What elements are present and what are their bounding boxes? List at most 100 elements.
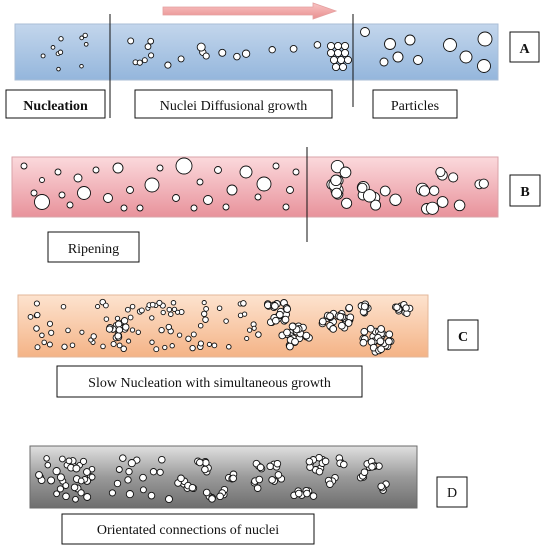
- slow-nucleation-label: Slow Nucleation with simultaneous growth: [88, 376, 331, 391]
- panel-c-letter: C: [458, 330, 468, 345]
- particle: [73, 173, 83, 183]
- particle: [83, 41, 89, 47]
- particle: [129, 303, 136, 310]
- particle: [79, 329, 85, 335]
- particle: [43, 455, 50, 462]
- ripening-label: Ripening: [68, 242, 119, 257]
- particle: [149, 315, 155, 321]
- particle: [202, 52, 210, 60]
- particle: [48, 329, 55, 336]
- particle: [112, 162, 124, 174]
- particle: [27, 314, 34, 320]
- particle: [333, 48, 343, 58]
- particle: [384, 38, 396, 50]
- panel-b-particles: [20, 157, 489, 215]
- particle: [120, 345, 127, 353]
- particle: [175, 309, 181, 315]
- particle: [326, 48, 336, 58]
- particle: [339, 166, 352, 179]
- particle: [127, 37, 135, 45]
- particle: [33, 300, 40, 307]
- particle: [413, 55, 423, 65]
- particle: [47, 476, 56, 485]
- particle: [478, 178, 489, 189]
- particle: [368, 463, 376, 471]
- particle: [34, 311, 41, 319]
- particle: [206, 341, 212, 347]
- particle: [156, 299, 163, 306]
- panel-c: C Slow Nucleation with simultaneous grow…: [17, 294, 479, 398]
- particle: [283, 305, 292, 313]
- particle: [357, 182, 368, 194]
- particle: [338, 62, 348, 72]
- particle: [77, 477, 85, 485]
- particle: [40, 53, 46, 59]
- particle: [56, 485, 64, 493]
- particle: [115, 466, 123, 473]
- particle: [160, 309, 166, 316]
- panel-d-letter-box: D: [436, 476, 468, 508]
- particle: [79, 35, 85, 41]
- particle: [283, 328, 291, 337]
- diffusional-growth-label-box: Nuclei Diffusional growth: [134, 89, 333, 119]
- particle: [34, 344, 41, 351]
- particle: [256, 176, 272, 192]
- particle: [241, 311, 248, 317]
- particle: [255, 475, 264, 484]
- particle: [61, 343, 68, 350]
- particle: [168, 311, 174, 317]
- particle: [41, 339, 47, 346]
- particle: [379, 57, 389, 67]
- particle: [170, 300, 177, 306]
- particle: [139, 486, 147, 494]
- particle: [169, 343, 175, 349]
- orientated-connections-label-box: Orientated connections of nuclei: [61, 513, 315, 545]
- particle: [274, 471, 283, 479]
- particle: [127, 459, 136, 468]
- particle: [120, 204, 128, 212]
- particle: [65, 327, 71, 334]
- panel-a-tube: [14, 23, 499, 81]
- particle: [175, 157, 193, 175]
- particle: [291, 337, 299, 346]
- particle: [345, 303, 354, 312]
- particles-label-box: Particles: [372, 89, 458, 119]
- particle: [39, 332, 45, 339]
- particle: [113, 479, 122, 488]
- particle: [292, 168, 300, 176]
- particle: [129, 327, 136, 333]
- particle: [303, 489, 311, 498]
- particle: [114, 315, 121, 322]
- particle: [57, 49, 64, 55]
- particle: [135, 329, 141, 335]
- ripening-label-box: Ripening: [47, 231, 140, 263]
- particle: [110, 340, 117, 348]
- particle: [214, 166, 222, 174]
- particle: [202, 316, 209, 323]
- particle: [443, 38, 457, 52]
- particle: [239, 165, 253, 179]
- particle: [35, 471, 43, 479]
- particle: [331, 187, 343, 199]
- particle: [216, 305, 223, 311]
- particle: [360, 27, 370, 37]
- particle: [138, 307, 145, 314]
- particle: [271, 302, 279, 310]
- particle: [336, 312, 345, 321]
- particle: [103, 316, 110, 322]
- particle: [268, 476, 276, 484]
- particle: [362, 189, 377, 203]
- particle: [404, 34, 416, 46]
- particle: [116, 342, 123, 349]
- nucleation-label: Nucleation: [23, 99, 88, 114]
- particle: [359, 338, 368, 347]
- particle: [56, 473, 65, 482]
- particle: [344, 319, 353, 327]
- particle: [379, 185, 391, 197]
- particle: [360, 302, 369, 311]
- particle: [196, 42, 206, 52]
- particle: [158, 455, 166, 464]
- particle: [329, 55, 339, 65]
- particle: [90, 333, 97, 340]
- particle: [302, 331, 311, 340]
